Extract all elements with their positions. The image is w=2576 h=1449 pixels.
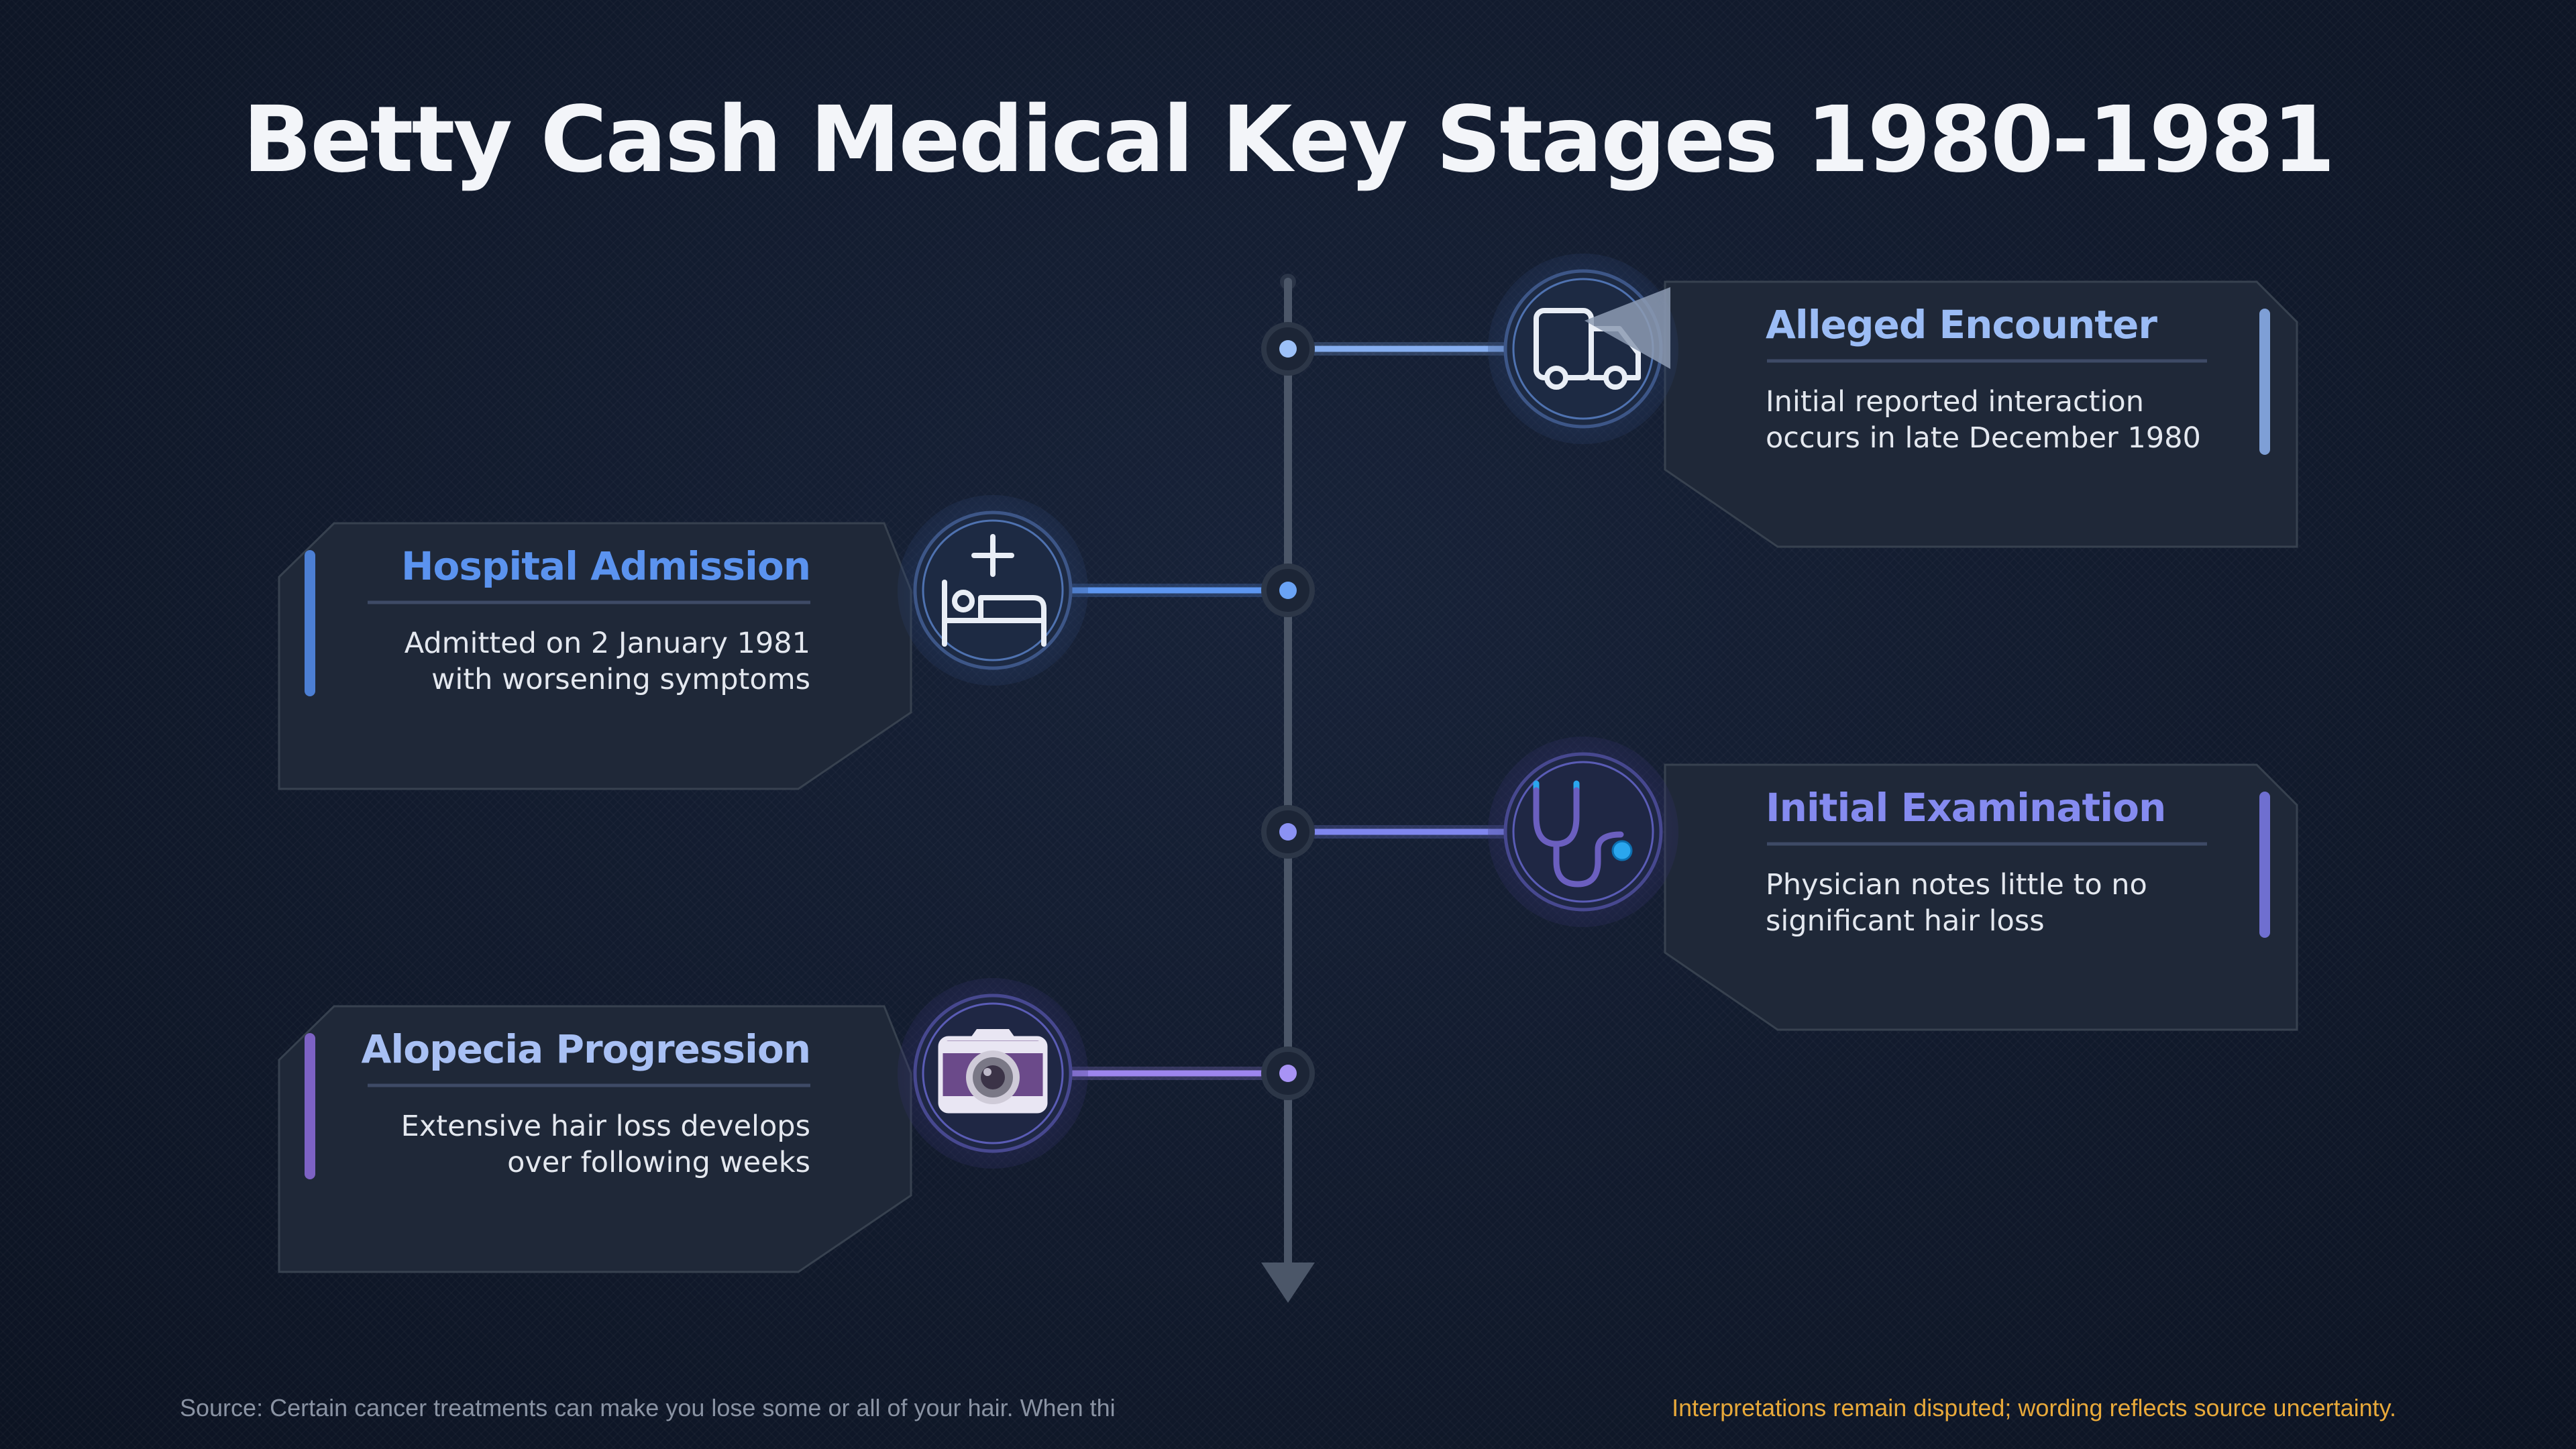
stage-description-line: Physician notes little to no bbox=[1766, 868, 2147, 902]
stage-description-line: Extensive hair loss develops bbox=[400, 1110, 810, 1143]
card-panel bbox=[278, 1005, 912, 1273]
card-accent-bar bbox=[305, 550, 315, 696]
stage-title: Initial Examination bbox=[1766, 785, 2166, 830]
stage-card-hospital-admission bbox=[278, 495, 1315, 790]
stage-title: Alleged Encounter bbox=[1766, 302, 2157, 347]
timeline-arrow-head bbox=[1261, 1263, 1315, 1303]
truck-icon bbox=[1534, 308, 1641, 390]
disclaimer-note: Interpretations remain disputed; wording… bbox=[1672, 1394, 2396, 1421]
stage-description-line: occurs in late December 1980 bbox=[1766, 421, 2201, 455]
hospital-bed-icon bbox=[942, 534, 1046, 647]
stage-card-initial-examination bbox=[1261, 737, 2298, 1031]
stage-description-line: Initial reported interaction bbox=[1766, 385, 2144, 419]
card-panel bbox=[1664, 280, 2298, 548]
stage-card-alopecia-progression bbox=[278, 978, 1315, 1273]
card-panel bbox=[1664, 763, 2298, 1031]
card-panel bbox=[278, 522, 912, 790]
stage-description-line: over following weeks bbox=[507, 1146, 810, 1179]
stethoscope-icon bbox=[1533, 780, 1633, 888]
stage-title: Alopecia Progression bbox=[361, 1026, 811, 1072]
source-note: Source: Certain cancer treatments can ma… bbox=[180, 1394, 1116, 1421]
card-accent-bar bbox=[305, 1033, 315, 1179]
page-title: Betty Cash Medical Key Stages 1980-1981 bbox=[242, 87, 2336, 193]
timeline-axis bbox=[1261, 274, 1315, 1303]
stage-description-line: with worsening symptoms bbox=[431, 663, 810, 696]
stage-title: Hospital Admission bbox=[400, 543, 811, 589]
card-accent-bar bbox=[2259, 309, 2270, 455]
card-accent-bar bbox=[2259, 792, 2270, 938]
stage-description-line: Admitted on 2 January 1981 bbox=[404, 627, 810, 660]
camera-icon bbox=[938, 1029, 1048, 1114]
stage-description-line: significant hair loss bbox=[1766, 904, 2045, 938]
stage-card-alleged-encounter bbox=[1261, 254, 2298, 548]
card-pointer bbox=[1585, 287, 1670, 369]
